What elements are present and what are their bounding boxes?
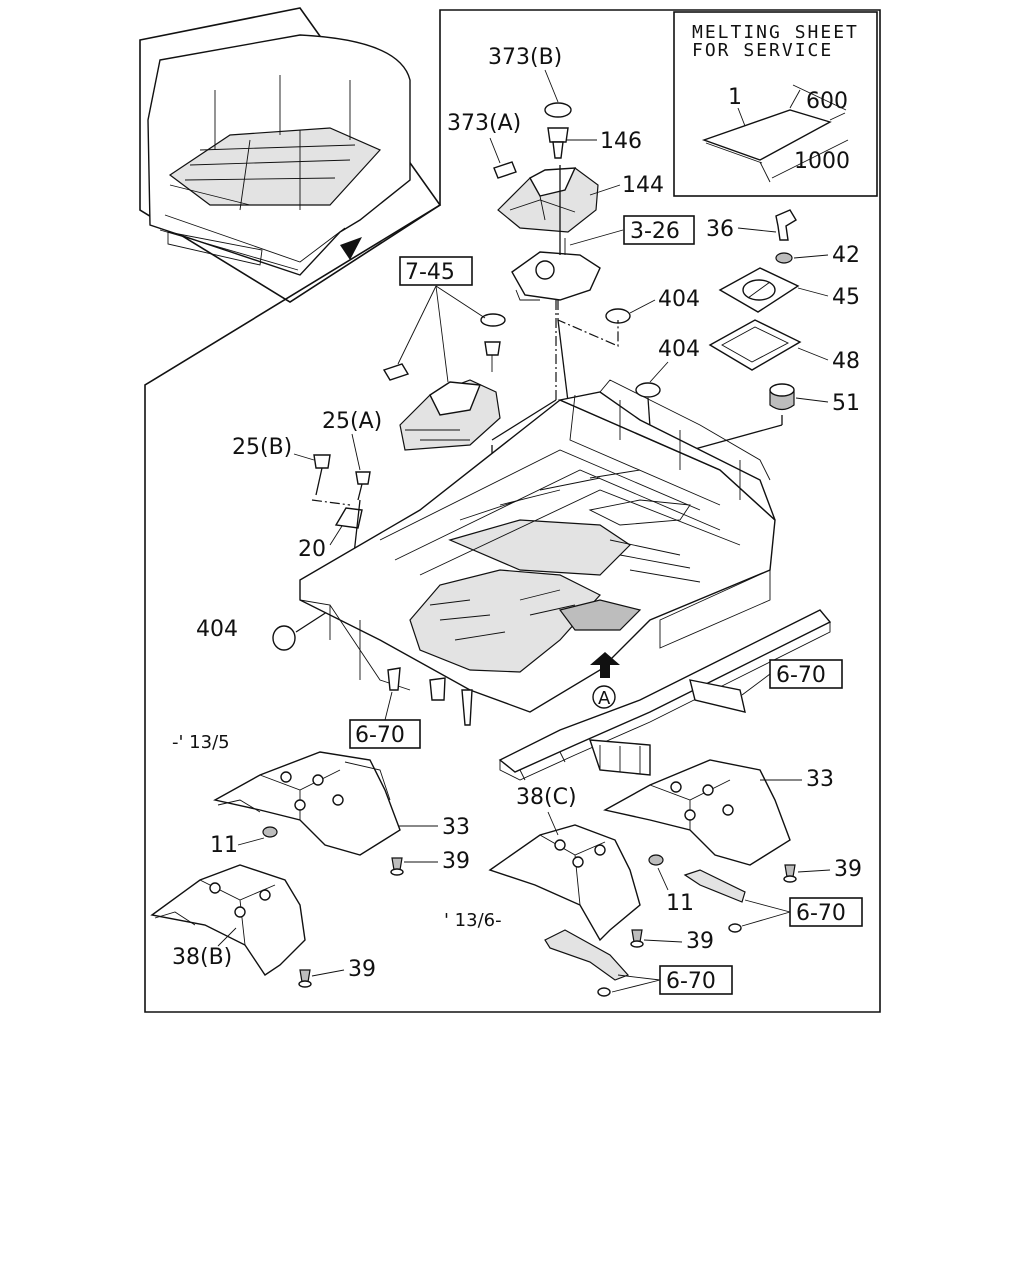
frame-rail xyxy=(498,609,832,781)
ref-6-70-right: 6-70 xyxy=(776,663,826,688)
ref-7-45: 7-45 xyxy=(405,260,455,285)
label-39-c: 39 xyxy=(686,929,714,954)
inspection-cover-parts: 36 42 45 48 51 xyxy=(706,209,860,416)
cap-373b xyxy=(544,102,572,118)
wing-bolt-36 xyxy=(775,209,797,241)
label-144: 144 xyxy=(622,173,664,198)
label-48: 48 xyxy=(832,349,860,374)
melting-sheet-part-no: 1 xyxy=(728,85,742,110)
rear-console-parts: 7-45 xyxy=(382,256,506,451)
label-38c: 38(C) xyxy=(516,785,577,810)
ref-box-6-70-lower-right xyxy=(789,897,863,927)
label-45: 45 xyxy=(832,285,860,310)
label-39-b: 39 xyxy=(348,957,376,982)
ref-6-70-lower-right: 6-70 xyxy=(796,901,846,926)
label-39-d: 39 xyxy=(834,857,862,882)
bracket-20 xyxy=(334,507,363,529)
undercover-33-left xyxy=(213,751,401,856)
label-404-top: 404 xyxy=(658,287,700,312)
console-parts: 373(B) 373(A) 146 144 3-26 404 404 xyxy=(447,45,700,398)
label-20: 20 xyxy=(298,537,326,562)
ref-3-26: 3-26 xyxy=(630,219,680,244)
label-51: 51 xyxy=(832,391,860,416)
melting-sheet-title-2: FOR SERVICE xyxy=(692,40,833,61)
inset-vehicle-cab xyxy=(147,34,411,276)
dim-length: 1000 xyxy=(794,149,850,174)
ref-box-3-26 xyxy=(623,215,695,245)
label-11-left: 11 xyxy=(210,833,238,858)
undercover-38c xyxy=(488,824,641,942)
label-11-right: 11 xyxy=(666,891,694,916)
view-a-arrow-icon xyxy=(590,652,620,678)
floor-panel xyxy=(299,379,776,726)
date-early: -' 13/5 xyxy=(172,732,230,753)
label-33-right: 33 xyxy=(806,767,834,792)
label-25b: 25(B) xyxy=(232,435,292,460)
view-a-marker xyxy=(592,685,616,709)
label-38b: 38(B) xyxy=(172,945,232,970)
lever-assembly xyxy=(511,251,601,301)
melting-sheet-title-1: MELTING SHEET xyxy=(692,22,859,43)
plug-404-mid xyxy=(635,382,661,398)
label-36: 36 xyxy=(706,217,734,242)
label-42: 42 xyxy=(832,243,860,268)
dim-width: 600 xyxy=(806,89,848,114)
inset-view-frame xyxy=(139,7,442,303)
label-404-left: 404 xyxy=(196,617,238,642)
undercover-38b xyxy=(150,864,306,976)
ref-6-70-left: 6-70 xyxy=(355,723,405,748)
clip-373a xyxy=(493,161,517,179)
label-33-left: 33 xyxy=(442,815,470,840)
view-arrow-icon xyxy=(340,237,362,260)
label-25a: 25(A) xyxy=(322,409,382,434)
ref-box-6-70-lower xyxy=(659,965,733,995)
bolt-parts: 25(A) 25(B) 20 404 xyxy=(196,409,382,651)
label-404-mid: 404 xyxy=(658,337,700,362)
washer-42 xyxy=(775,252,793,264)
melting-sheet-shape xyxy=(701,109,832,161)
plug-404-left xyxy=(272,625,296,651)
brackets-6-70 xyxy=(544,869,746,997)
label-373a: 373(A) xyxy=(447,111,521,136)
date-late: ' 13/6- xyxy=(444,910,502,931)
ref-6-70-lower: 6-70 xyxy=(666,969,716,994)
label-146: 146 xyxy=(600,129,642,154)
view-a-label: A xyxy=(598,688,611,709)
label-373b: 373(B) xyxy=(488,45,562,70)
label-39-a: 39 xyxy=(442,849,470,874)
gasket-48 xyxy=(708,319,802,371)
undercover-33-right xyxy=(603,759,791,866)
melting-sheet-panel: MELTING SHEET FOR SERVICE 1 600 1000 xyxy=(673,11,878,197)
ref-box-7-45 xyxy=(399,256,473,286)
